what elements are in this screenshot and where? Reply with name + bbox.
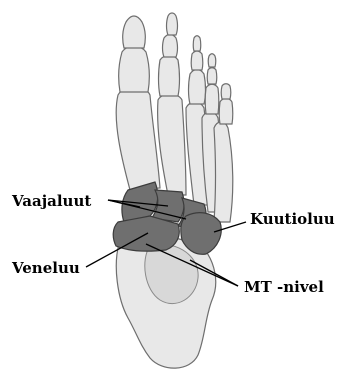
phalanx-4-proximal bbox=[205, 84, 219, 114]
label-kuutioluu: Kuutioluu bbox=[250, 210, 335, 228]
phalanx-2-middle bbox=[163, 34, 178, 57]
phalanx-5-proximal bbox=[219, 98, 233, 124]
phalanx-1-proximal bbox=[119, 46, 150, 92]
phalanx-4-distal bbox=[208, 54, 216, 67]
label-veneluu: Veneluu bbox=[11, 259, 80, 277]
metatarsal-1 bbox=[116, 87, 160, 190]
metatarsal-5 bbox=[214, 122, 233, 222]
phalanx-2-distal bbox=[167, 13, 178, 35]
phalanx-3-proximal bbox=[189, 70, 206, 105]
phalanx-2-proximal bbox=[159, 56, 180, 97]
metatarsal-2 bbox=[158, 94, 186, 195]
phalanx-3-distal bbox=[193, 36, 201, 51]
phalanx-1-distal bbox=[123, 16, 146, 48]
phalanx-5-distal bbox=[221, 84, 231, 99]
phalanx-4-middle bbox=[207, 68, 217, 84]
label-mt-nivel: MT -nivel bbox=[244, 278, 324, 296]
phalanx-3-middle bbox=[191, 51, 203, 70]
label-vaajaluut: Vaajaluut bbox=[11, 192, 91, 210]
